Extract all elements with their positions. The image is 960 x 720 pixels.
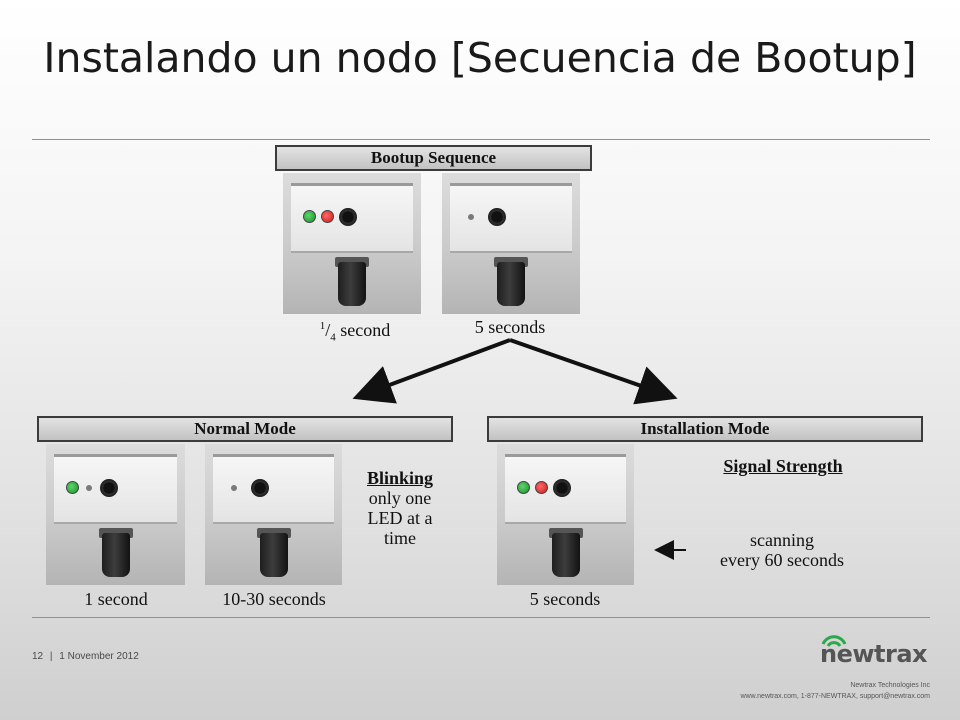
red-led-icon — [535, 481, 548, 494]
company-contact: www.newtrax.com, 1-877-NEWTRAX, support@… — [740, 693, 930, 700]
normal-mode-banner: Normal Mode — [37, 416, 453, 442]
footer-separator: | — [49, 651, 53, 662]
blinking-line-2: LED at a — [367, 508, 433, 528]
connector-icon — [251, 479, 269, 497]
green-led-icon — [303, 210, 316, 223]
signal-strength-title: Signal Strength — [723, 456, 843, 476]
node-photo-normal-one — [46, 444, 185, 585]
node-photo-normal-ten — [205, 444, 342, 585]
connector-icon — [100, 479, 118, 497]
blinking-line-3: time — [384, 528, 416, 548]
arrow-to-installation-mode — [509, 338, 678, 405]
connector-icon — [488, 208, 506, 226]
installation-mode-banner: Installation Mode — [487, 416, 923, 442]
slide-date: 1 November 2012 — [59, 651, 139, 662]
red-led-icon — [321, 210, 334, 223]
blinking-line-1: only one — [368, 488, 432, 508]
installation-five-label: 5 seconds — [529, 589, 601, 609]
off-led-icon — [468, 214, 474, 220]
scanning-line-1: scanning — [750, 530, 814, 550]
bootup-sequence-banner: Bootup Sequence — [275, 145, 592, 171]
slide-title: Instalando un nodo [Secuencia de Bootup] — [43, 34, 917, 82]
title-divider — [32, 139, 930, 140]
page-number: 12 — [32, 651, 44, 662]
off-led-icon — [86, 485, 92, 491]
blinking-title: Blinking — [366, 468, 434, 488]
footer-divider — [32, 617, 930, 618]
arrow-to-normal-mode — [352, 338, 511, 404]
bootup-quarter-label: 1/4 second — [319, 320, 391, 344]
connector-icon — [553, 479, 571, 497]
off-led-icon — [231, 485, 237, 491]
bootup-five-label: 5 seconds — [474, 317, 546, 337]
wifi-icon — [821, 635, 847, 647]
green-led-icon — [66, 481, 79, 494]
normal-one-label: 1 second — [84, 589, 148, 609]
normal-ten-label: 10-30 seconds — [222, 589, 326, 609]
node-photo-installation — [497, 444, 634, 585]
company-name: Newtrax Technologies Inc — [850, 682, 930, 689]
scanning-note: scanning every 60 seconds — [696, 530, 868, 570]
company-info: Newtrax Technologies Inc www.newtrax.com… — [740, 680, 930, 702]
slide-footer-meta: 12 | 1 November 2012 — [32, 651, 139, 662]
node-photo-bootup-quarter — [283, 173, 421, 314]
logo-wordmark: newtrax — [820, 640, 928, 668]
node-photo-bootup-five — [442, 173, 580, 314]
newtrax-logo: newtrax — [820, 632, 935, 672]
green-led-icon — [517, 481, 530, 494]
scanning-line-2: every 60 seconds — [720, 550, 844, 570]
connector-icon — [339, 208, 357, 226]
blinking-note: Blinking only one LED at a time — [352, 468, 448, 548]
